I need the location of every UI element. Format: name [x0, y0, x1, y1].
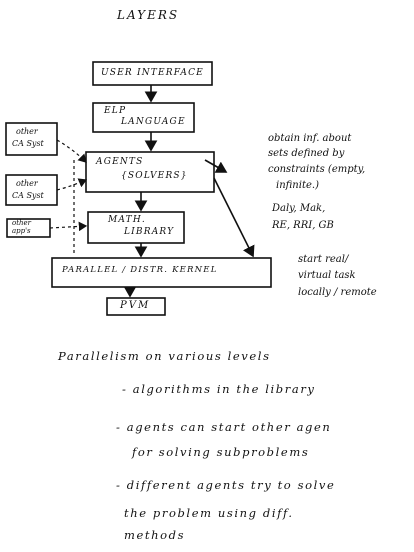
agents-label: AGENTS [96, 157, 144, 167]
arrow-agents-to-kernel [213, 177, 255, 258]
link-other-ca-1 [56, 139, 87, 163]
other-ca-2-label-b: CA Syst [12, 191, 44, 200]
library-label: LIBRARY [124, 227, 175, 237]
pvm-box [106, 297, 166, 316]
link-other-ca-2 [56, 178, 88, 191]
agents-note-4: infinite.) [276, 180, 319, 191]
parallelism-item-3b: the problem using diff. [124, 506, 294, 520]
parallelism-item-3a: - different agents try to solve [116, 478, 336, 492]
parallelism-item-3c: methods [124, 528, 186, 542]
other-ca-1-label-b: CA Syst [12, 139, 44, 148]
kernel-box [51, 257, 272, 288]
agents-note-2: sets defined by [268, 148, 345, 159]
user-interface-label: USER INTERFACE [101, 68, 204, 78]
parallelism-item-2a: - agents can start other agen [116, 420, 332, 434]
kernel-note-3: locally / remote [298, 287, 377, 298]
user-interface-box [92, 61, 213, 86]
parallelism-item-1: - algorithms in the library [122, 382, 316, 396]
other-apps-label-a: other [12, 219, 32, 227]
parallelism-heading: Parallelism on various levels [58, 349, 271, 363]
elp-label: ELP [104, 106, 127, 116]
agents-right-link [204, 159, 228, 173]
agents-note-6: RE, RRI, GB [272, 220, 334, 231]
agents-box [85, 151, 215, 193]
agents-note-5: Daly, Mak, [272, 203, 326, 214]
math-label: MATH. [108, 215, 146, 225]
other-ca-system-box-1 [5, 122, 58, 156]
elp-language-box [92, 102, 195, 133]
agents-note-1: obtain inf. about [268, 133, 352, 144]
other-apps-label-b: app's [12, 227, 31, 235]
math-library-box [87, 211, 185, 244]
pvm-label: PVM [120, 300, 151, 311]
language-label: LANGUAGE [121, 117, 186, 127]
kernel-label: PARALLEL / DISTR. KERNEL [62, 265, 218, 275]
link-other-apps [49, 221, 88, 232]
solvers-label: {SOLVERS} [121, 171, 188, 181]
parallelism-item-2b: for solving subproblems [132, 445, 310, 459]
kernel-note-2: virtual task [298, 270, 356, 281]
kernel-note-1: start real/ [298, 254, 349, 265]
page-title: LAYERS [117, 8, 180, 22]
agents-note-3: constraints (empty, [268, 164, 366, 175]
other-ca-1-label-a: other [16, 127, 38, 136]
other-ca-2-label-a: other [16, 179, 38, 188]
